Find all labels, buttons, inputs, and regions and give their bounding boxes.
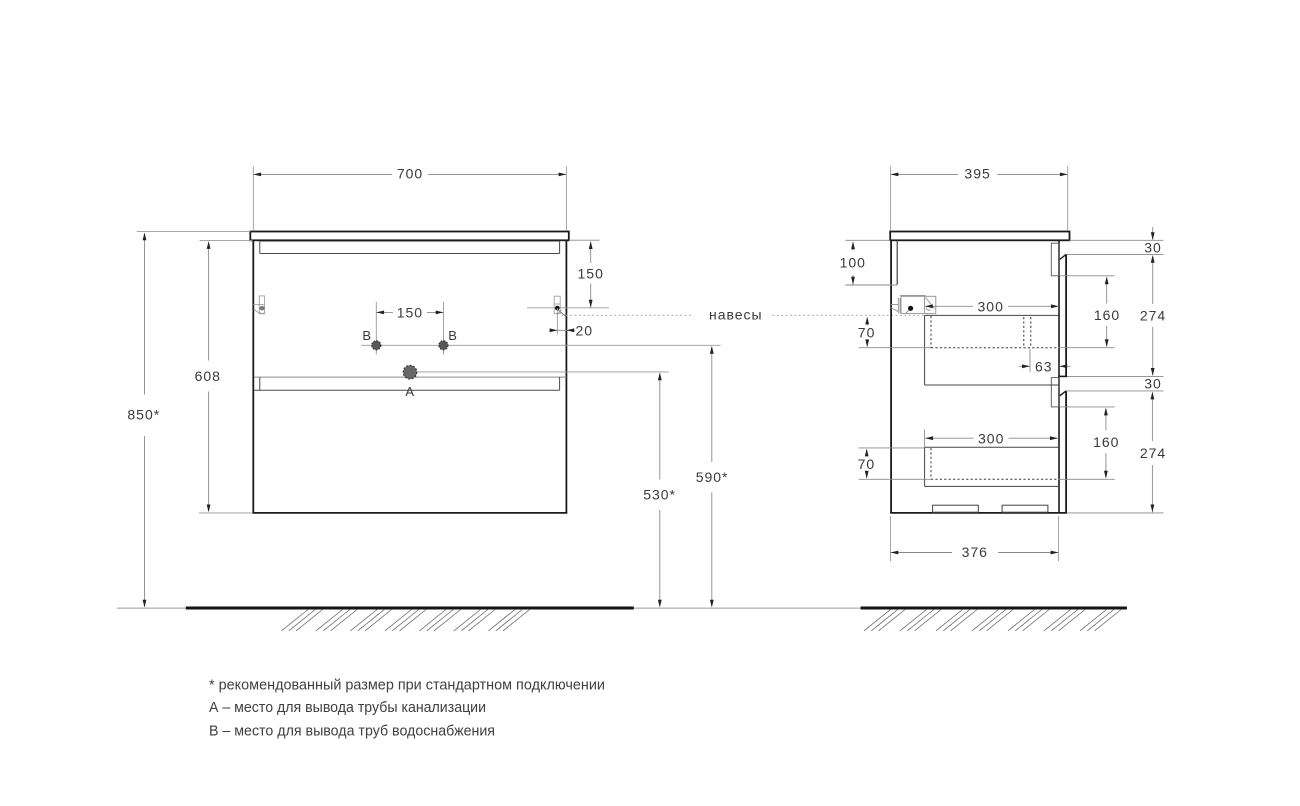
svg-text:608: 608 [195, 368, 221, 384]
svg-text:300: 300 [978, 298, 1004, 314]
svg-text:30: 30 [1144, 239, 1162, 255]
svg-text:* рекомендованный размер при с: * рекомендованный размер при стандартном… [209, 676, 605, 693]
svg-text:160: 160 [1094, 307, 1120, 323]
svg-text:навесы: навесы [709, 307, 763, 323]
svg-text:B: B [448, 328, 457, 343]
svg-text:590*: 590* [696, 469, 729, 485]
svg-text:В – место для вывода труб водо: В – место для вывода труб водоснабжения [209, 723, 495, 740]
svg-text:70: 70 [858, 456, 876, 472]
svg-text:A: A [405, 384, 414, 399]
svg-text:300: 300 [978, 430, 1004, 446]
svg-text:376: 376 [962, 544, 988, 560]
svg-text:274: 274 [1140, 445, 1166, 461]
svg-text:70: 70 [858, 324, 876, 340]
svg-text:20: 20 [576, 322, 594, 338]
svg-text:А – место для вывода трубы кан: А – место для вывода трубы канализации [209, 699, 486, 716]
svg-text:B: B [362, 328, 371, 343]
svg-text:150: 150 [397, 304, 423, 320]
svg-text:150: 150 [578, 265, 604, 281]
svg-text:30: 30 [1144, 375, 1162, 391]
svg-text:63: 63 [1035, 358, 1053, 374]
svg-text:700: 700 [397, 166, 423, 182]
svg-text:274: 274 [1140, 308, 1166, 324]
svg-text:395: 395 [964, 166, 990, 182]
svg-text:160: 160 [1093, 434, 1119, 450]
svg-text:530*: 530* [643, 487, 676, 503]
svg-text:100: 100 [840, 255, 866, 271]
svg-text:850*: 850* [127, 407, 160, 423]
